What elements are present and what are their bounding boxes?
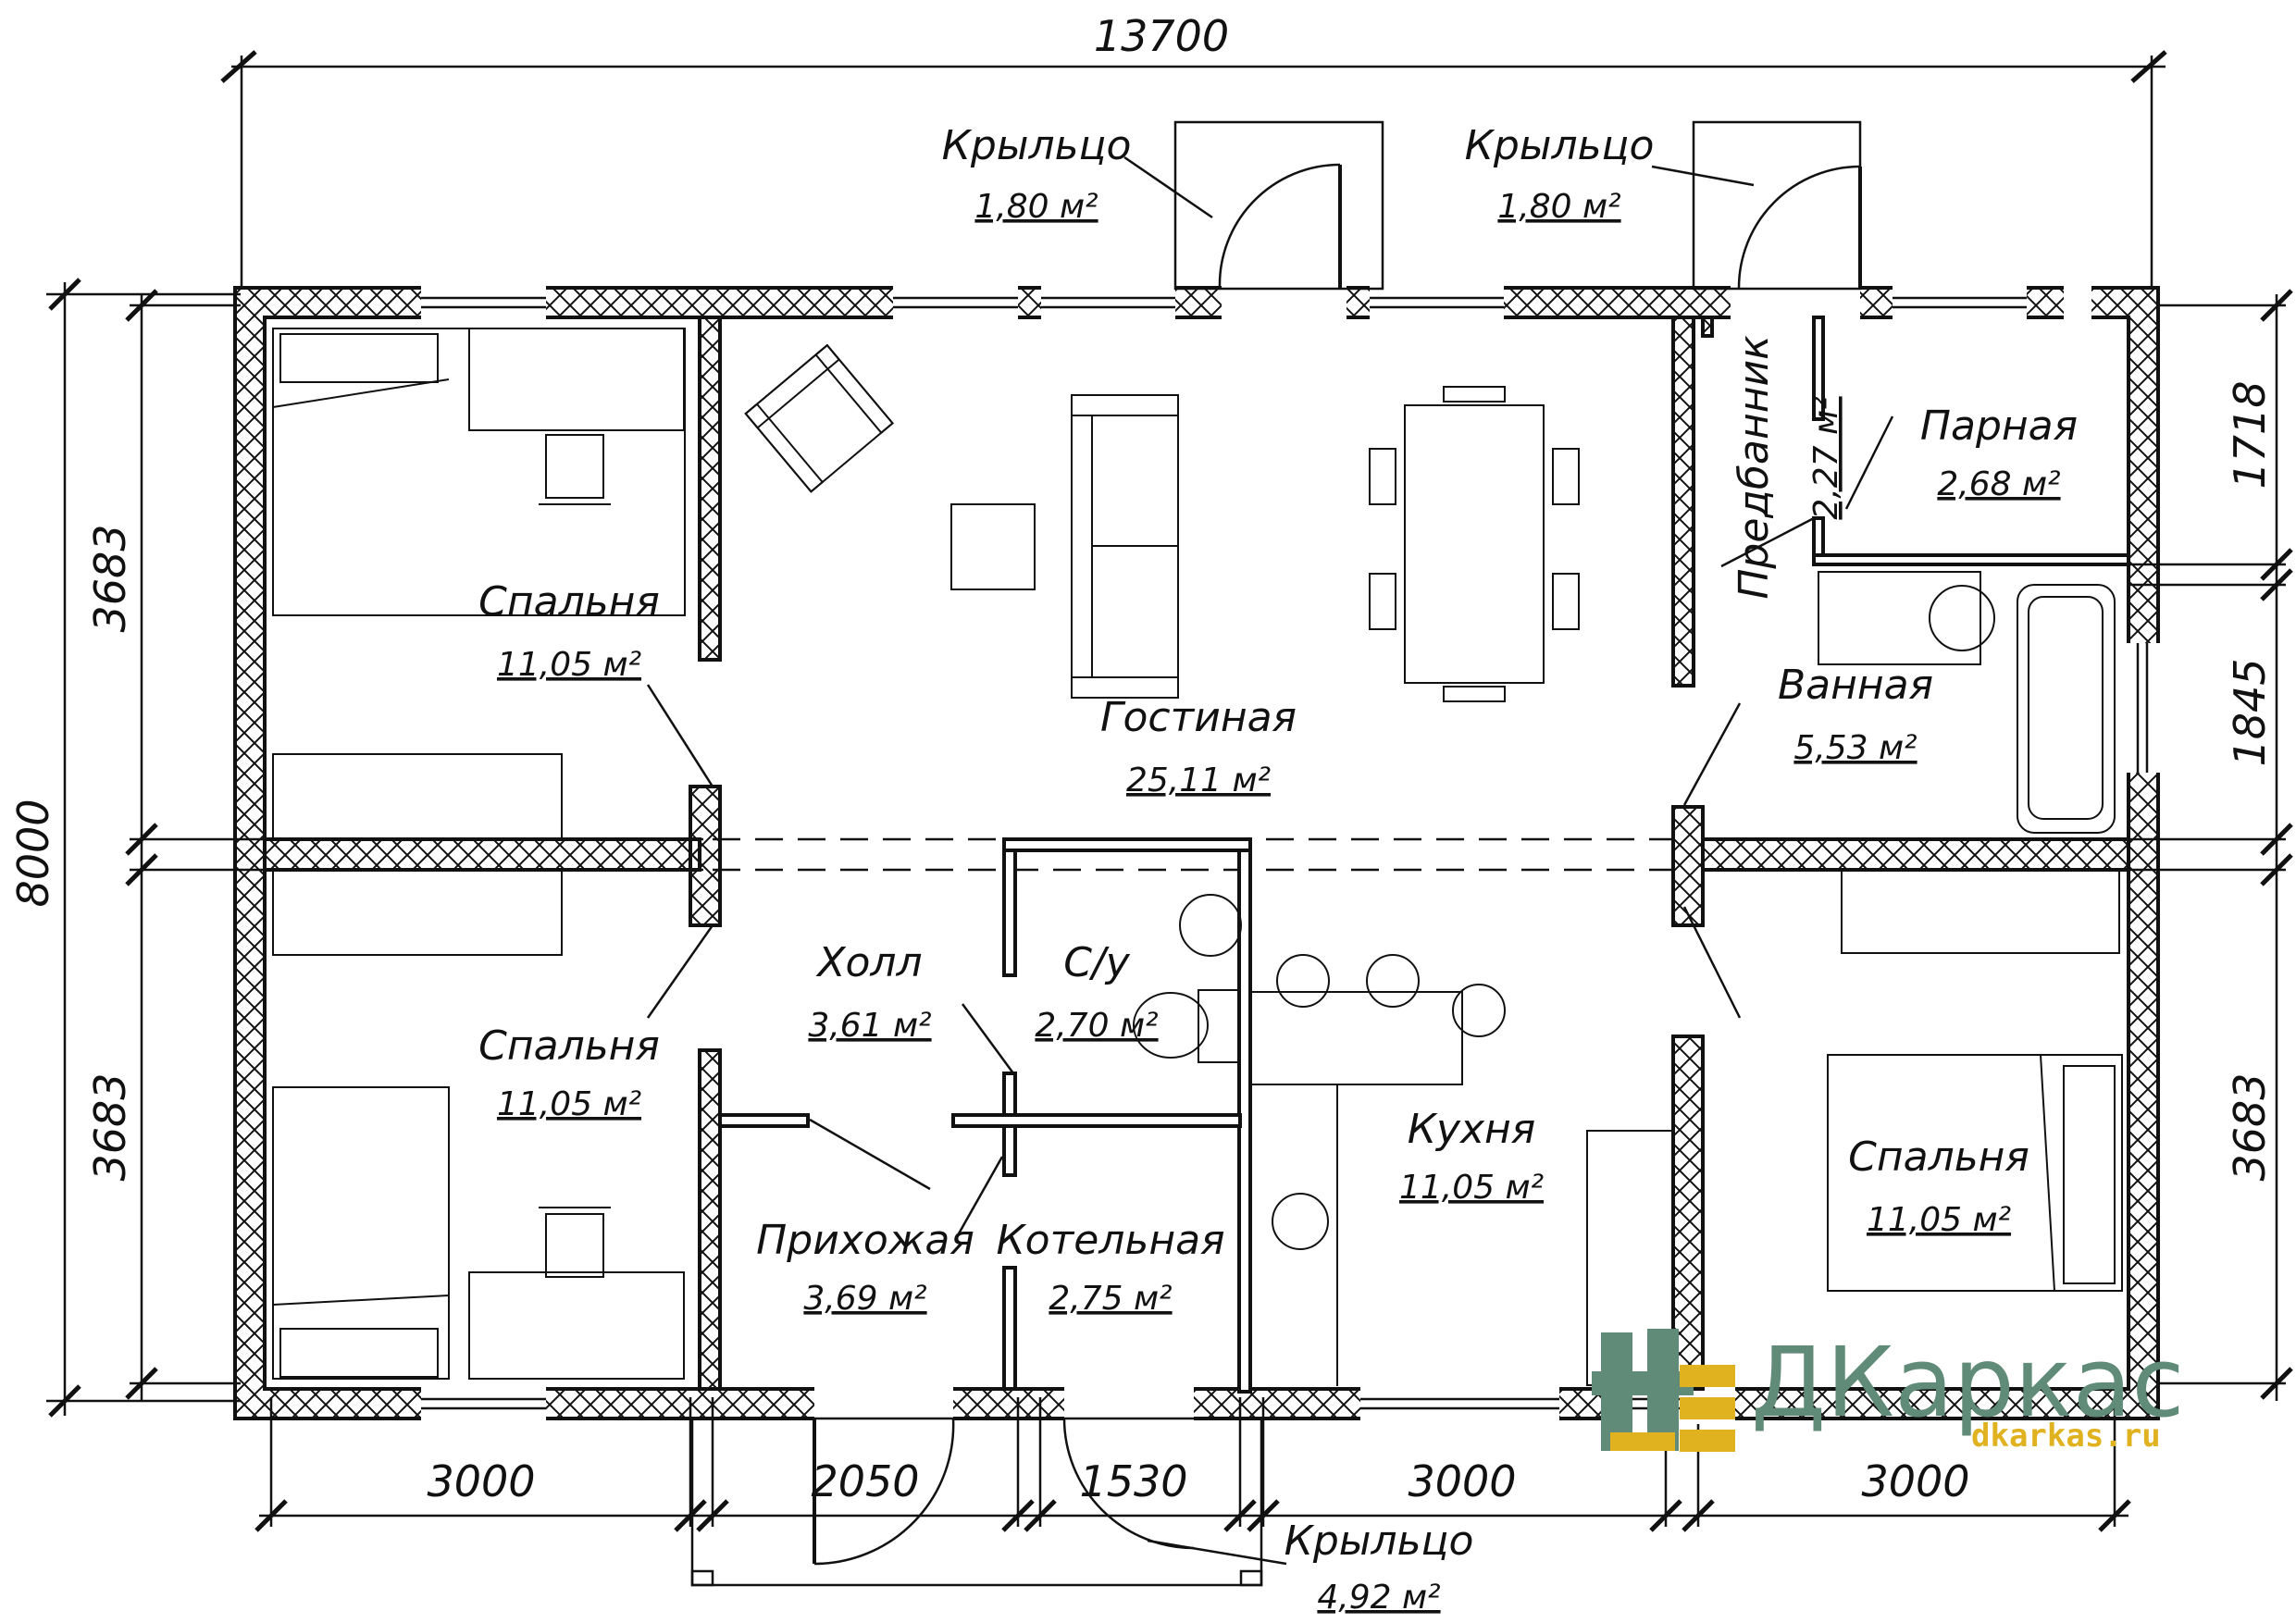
- dim-bottom-4: 3000: [1408, 1456, 1516, 1506]
- dim-right-middle: 1845: [2225, 658, 2275, 766]
- label-boiler-area: 2,75 м²: [1049, 1280, 1172, 1318]
- label-wc-area: 2,70 м²: [1035, 1007, 1158, 1045]
- furniture: [272, 328, 2123, 1386]
- label-hall-area: 3,61 м²: [808, 1007, 931, 1045]
- label-entry-name: Прихожая: [756, 1217, 974, 1264]
- label-porch-left-area: 1,80 м²: [974, 188, 1098, 226]
- label-living-area: 25,11 м²: [1126, 762, 1271, 799]
- label-kitchen-name: Кухня: [1408, 1106, 1536, 1153]
- dim-bottom-1: 3000: [427, 1456, 535, 1506]
- label-porch-right-area: 1,80 м²: [1497, 188, 1620, 226]
- label-bedroom-tl-name: Спальня: [478, 578, 660, 626]
- dim-right-upper: 1718: [2225, 380, 2275, 489]
- dim-bottom-2: 2050: [811, 1456, 919, 1506]
- label-bedroom-r-name: Спальня: [1848, 1134, 2029, 1181]
- label-bath-area: 5,53 м²: [1793, 729, 1917, 767]
- label-porch-bottom-name: Крыльцо: [1285, 1518, 1474, 1565]
- label-bath-name: Ванная: [1778, 662, 1933, 709]
- label-wc-name: С/у: [1063, 939, 1131, 986]
- room-labels: Крыльцо 1,80 м² Крыльцо 1,80 м² Спальня …: [478, 122, 2078, 1617]
- leader-lines: [646, 155, 1894, 1566]
- dim-bottom-5: 3000: [1861, 1456, 1969, 1506]
- porches-doors: [690, 120, 1862, 1587]
- label-changing-name: Предбанник: [1731, 335, 1778, 600]
- label-porch-right-name: Крыльцо: [1465, 122, 1655, 169]
- label-porch-bottom-area: 4,92 м²: [1317, 1579, 1440, 1617]
- dim-right-lower: 3683: [2225, 1072, 2275, 1181]
- dim-top-total: 13700: [1094, 11, 1229, 61]
- label-bedroom-bl-name: Спальня: [478, 1022, 660, 1070]
- label-porch-left-name: Крыльцо: [942, 122, 1132, 169]
- label-steam-area: 2,68 м²: [1937, 465, 2060, 503]
- partitions: [718, 316, 2130, 1394]
- dim-bottom-3: 1530: [1079, 1456, 1187, 1506]
- dim-left-upper: 3683: [85, 524, 135, 632]
- logo: ДКаркас dkarkas.ru: [1592, 1326, 2185, 1455]
- logo-name: ДКаркас: [1751, 1326, 2185, 1439]
- interior-walls: [263, 316, 2130, 1391]
- label-steam-name: Парная: [1920, 403, 2078, 450]
- label-bedroom-tl-area: 11,05 м²: [497, 646, 641, 684]
- label-living-name: Гостиная: [1100, 694, 1297, 741]
- label-entry-area: 3,69 м²: [803, 1280, 926, 1318]
- label-bedroom-bl-area: 11,05 м²: [497, 1085, 641, 1123]
- dim-left-total: 8000: [8, 799, 58, 907]
- label-bedroom-r-area: 11,05 м²: [1867, 1201, 2011, 1239]
- label-kitchen-area: 11,05 м²: [1399, 1169, 1544, 1207]
- logo-url: dkarkas.ru: [1971, 1418, 2161, 1455]
- exterior-wall: [233, 286, 2160, 1420]
- logo-mark-icon: [1592, 1329, 1735, 1452]
- label-boiler-name: Котельная: [996, 1217, 1224, 1264]
- label-hall-name: Холл: [815, 939, 922, 986]
- dim-left-lower: 3683: [85, 1072, 135, 1181]
- label-changing-area: 2,27 м²: [1807, 396, 1845, 519]
